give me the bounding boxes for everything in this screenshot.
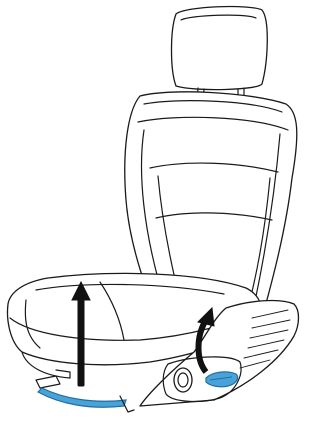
slide-bar xyxy=(36,370,134,412)
headrest xyxy=(172,7,268,103)
recline-knob xyxy=(174,368,192,392)
recline-lever xyxy=(206,372,238,387)
